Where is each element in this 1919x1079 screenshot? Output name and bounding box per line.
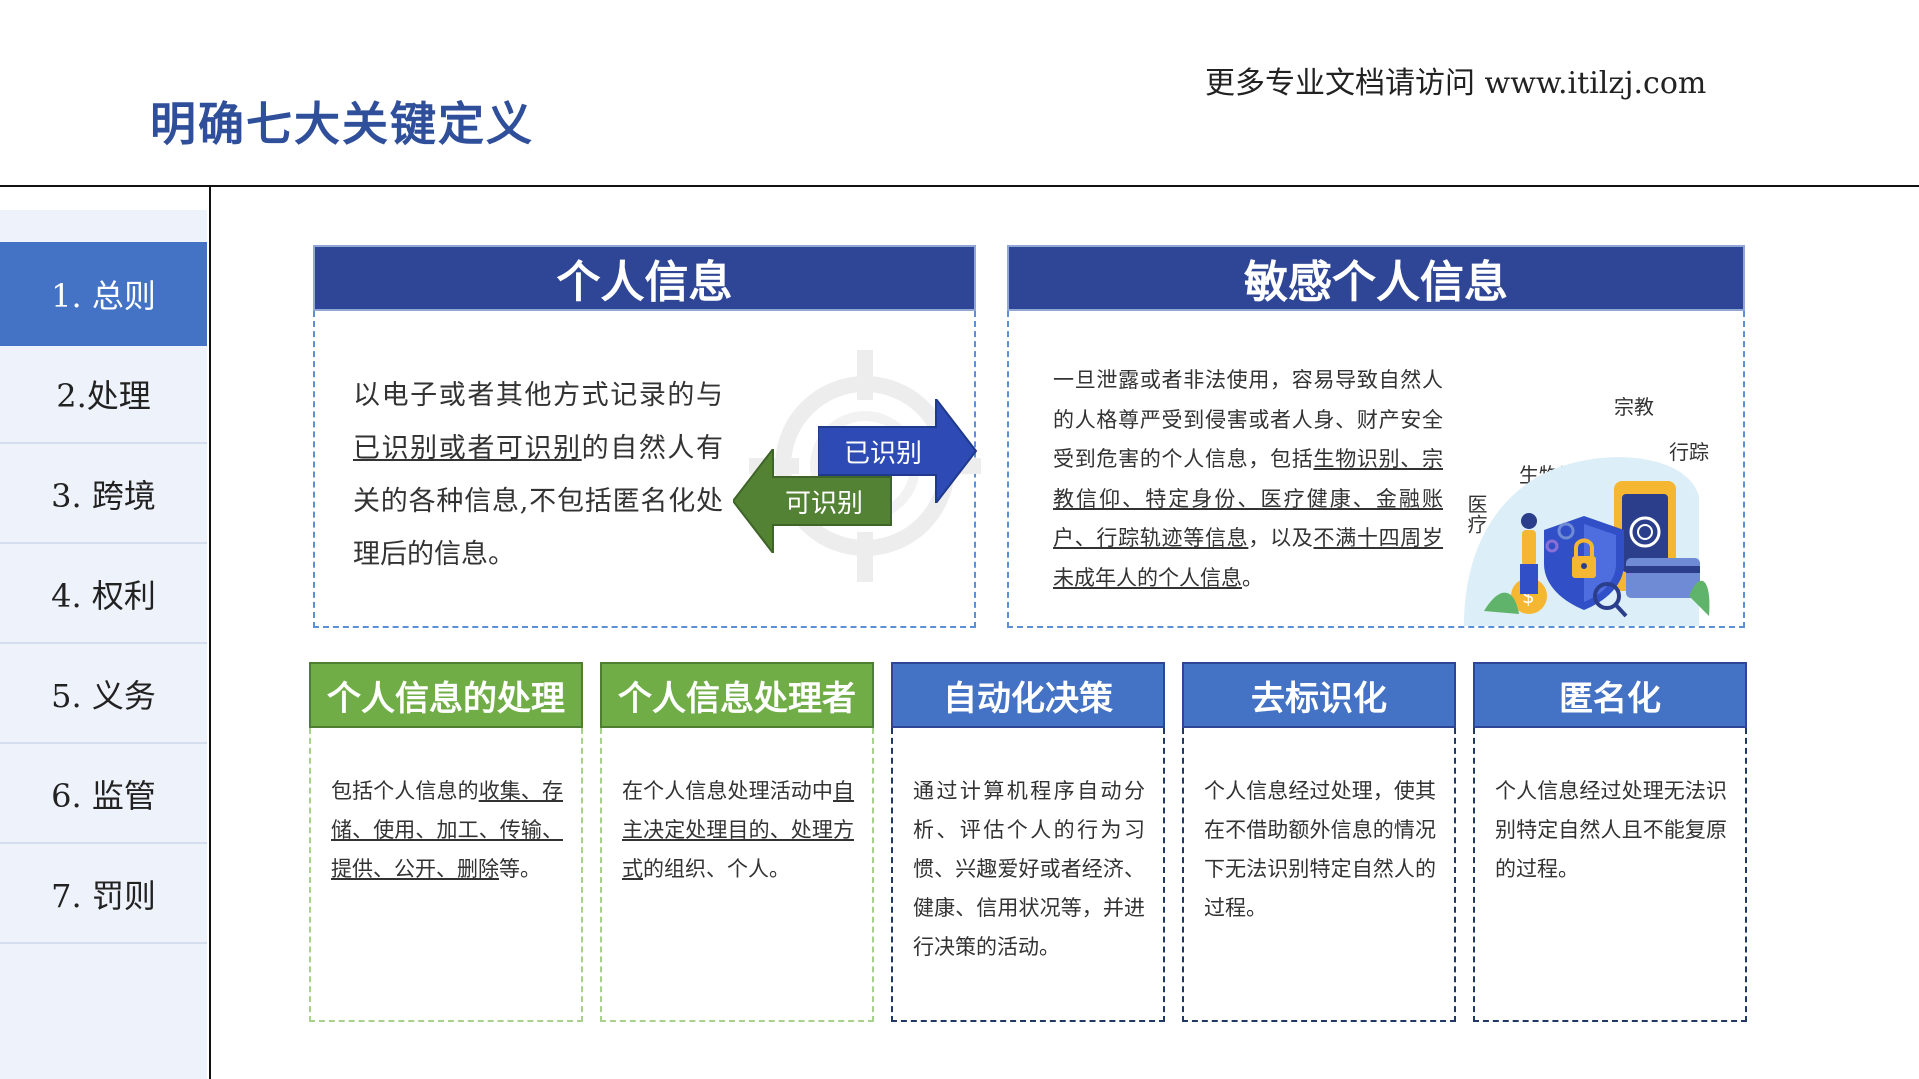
sidebar-item-general[interactable]: 1. 总则	[0, 242, 207, 346]
personal-info-definition: 以电子或者其他方式记录的与已识别或者可识别的自然人有关的各种信息,不包括匿名化处…	[353, 369, 723, 581]
card-processing-text: 包括个人信息的收集、存储、使用、加工、传输、提供、公开、删除等。	[331, 772, 563, 889]
card-processor-text: 在个人信息处理活动中自主决定处理目的、处理方式的组织、个人。	[622, 772, 854, 889]
arrow-left-icon	[733, 449, 892, 553]
card-processor: 个人信息处理者 在个人信息处理活动中自主决定处理目的、处理方式的组织、个人。	[600, 662, 874, 1022]
sensitive-info-definition: 一旦泄露或者非法使用，容易导致自然人的人格尊严受到侵害或者人身、财产安全受到危害…	[1053, 361, 1443, 598]
page-title: 明确七大关键定义	[150, 97, 534, 151]
definition-underlined-text: 已识别或者可识别	[353, 433, 582, 464]
definition-text-part: 的自然人有关的各种信息,不包括匿名化处理后的信息。	[353, 433, 724, 570]
tag-medical: 医疗	[1464, 494, 1488, 534]
personal-info-title: 个人信息	[313, 245, 976, 311]
sidebar-item-penalties[interactable]: 7. 罚则	[0, 846, 207, 944]
sidebar-item-rights[interactable]: 4. 权利	[0, 546, 207, 644]
card-anonymization: 匿名化 个人信息经过处理无法识别特定自然人且不能复原的过程。	[1473, 662, 1747, 1022]
sidebar-divider	[209, 186, 211, 1079]
definition-underlined-text: 生物识别、宗教信仰、特定身份、医疗健康、金融账户、行踪轨迹等信息	[1053, 447, 1444, 550]
card-deidentification-body: 个人信息经过处理，使其在不借助额外信息的情况下无法识别特定自然人的过程。	[1182, 728, 1456, 1022]
arrow-right-icon	[818, 399, 978, 503]
definition-text-part: 以电子或者其他方式记录的与	[353, 380, 723, 411]
card-text-part: 包括个人信息的	[331, 779, 479, 803]
card-anonymization-title: 匿名化	[1473, 662, 1747, 728]
personal-info-body: 以电子或者其他方式记录的与已识别或者可识别的自然人有关的各种信息,不包括匿名化处…	[313, 311, 981, 628]
sensitive-info-panel: 敏感个人信息 一旦泄露或者非法使用，容易导致自然人的人格尊严受到侵害或者人身、财…	[1007, 245, 1745, 628]
card-automated-decision-body: 通过计算机程序自动分析、评估个人的行为习惯、兴趣爱好或者经济、健康、信用状况等，…	[891, 728, 1165, 1022]
card-processing: 个人信息的处理 包括个人信息的收集、存储、使用、加工、传输、提供、公开、删除等。	[309, 662, 583, 1022]
site-watermark-text: 更多专业文档请访问 www.itilzj.com	[1205, 66, 1707, 101]
sidebar-item-supervision[interactable]: 6. 监管	[0, 746, 207, 844]
card-deidentification-text: 个人信息经过处理，使其在不借助额外信息的情况下无法识别特定自然人的过程。	[1204, 779, 1436, 920]
card-anonymization-body: 个人信息经过处理无法识别特定自然人且不能复原的过程。	[1473, 728, 1747, 1022]
sidebar-item-obligations[interactable]: 5. 义务	[0, 646, 207, 744]
card-underlined-text: 自主决定处理目的、处理方式	[622, 779, 854, 881]
card-processor-title: 个人信息处理者	[600, 662, 874, 728]
card-text-part: 在个人信息处理活动中	[622, 779, 833, 803]
identified-label: 已识别	[844, 439, 923, 469]
card-anonymization-text: 个人信息经过处理无法识别特定自然人且不能复原的过程。	[1495, 779, 1727, 881]
header-divider	[0, 185, 1919, 187]
card-text-part: 等。	[499, 857, 541, 881]
definition-text-part: 。	[1242, 565, 1263, 590]
definition-text-part: ，以及	[1248, 526, 1314, 550]
definition-underlined-text: 不满十四周岁未成年人的个人信息	[1053, 526, 1444, 590]
card-deidentification: 去标识化 个人信息经过处理，使其在不借助额外信息的情况下无法识别特定自然人的过程…	[1182, 662, 1456, 1022]
data-security-illustration-icon: $	[1464, 457, 1710, 626]
identifiable-label: 可识别	[785, 489, 864, 519]
definition-text-part: 一旦泄露或者非法使用，容易导致自然人的人格尊严受到侵害或者人身、财产安全受到危害…	[1053, 368, 1443, 471]
tag-tracking: 行踪	[1669, 440, 1709, 464]
identifiable-arrow: 可识别	[733, 449, 893, 553]
sensitive-info-body: 一旦泄露或者非法使用，容易导致自然人的人格尊严受到侵害或者人身、财产安全受到危害…	[1007, 311, 1745, 628]
sidebar-item-cross-border[interactable]: 3. 跨境	[0, 446, 207, 544]
card-deidentification-title: 去标识化	[1182, 662, 1456, 728]
identified-arrow: 已识别	[818, 399, 978, 503]
card-automated-decision: 自动化决策 通过计算机程序自动分析、评估个人的行为习惯、兴趣爱好或者经济、健康、…	[891, 662, 1165, 1022]
card-automated-decision-title: 自动化决策	[891, 662, 1165, 728]
personal-info-panel: 个人信息 以电子或者其他方式记录的与已识别或者可识别的自然人有关的各种信息,不包…	[313, 245, 981, 628]
tag-religion: 宗教	[1614, 395, 1654, 419]
card-automated-decision-text: 通过计算机程序自动分析、评估个人的行为习惯、兴趣爱好或者经济、健康、信用状况等，…	[913, 779, 1145, 959]
sensitive-info-title: 敏感个人信息	[1007, 245, 1745, 311]
card-text-part: 的组织、个人。	[643, 857, 790, 881]
sidebar-item-processing[interactable]: 2.处理	[0, 346, 207, 444]
card-underlined-text: 收集、存储、使用、加工、传输、提供、公开、删除	[331, 779, 564, 881]
sidebar-nav: 1. 总则 2.处理 3. 跨境 4. 权利 5. 义务 6. 监管 7. 罚则	[0, 210, 207, 1079]
card-processing-body: 包括个人信息的收集、存储、使用、加工、传输、提供、公开、删除等。	[309, 728, 583, 1022]
card-processor-body: 在个人信息处理活动中自主决定处理目的、处理方式的组织、个人。	[600, 728, 874, 1022]
card-processing-title: 个人信息的处理	[309, 662, 583, 728]
